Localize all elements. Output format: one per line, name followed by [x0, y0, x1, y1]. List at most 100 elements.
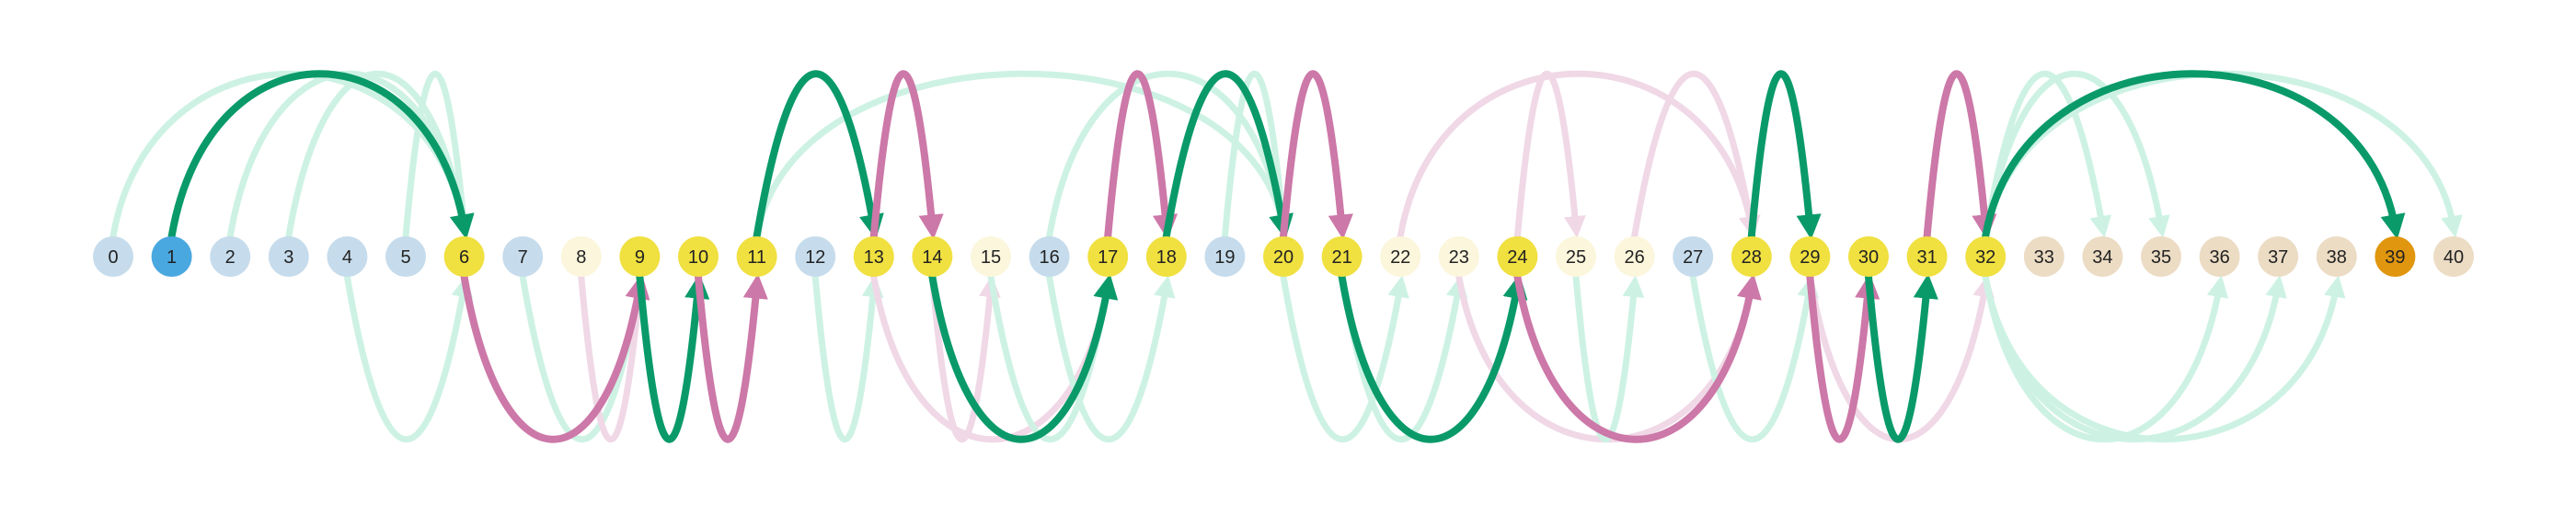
node-circle — [795, 236, 836, 277]
node-circle — [502, 236, 544, 277]
node-6: 6 — [443, 236, 485, 277]
node-circle — [93, 236, 133, 277]
edge-26-to-28 — [1631, 70, 1761, 240]
node-circle — [268, 236, 309, 277]
node-label: 25 — [1566, 247, 1586, 268]
edge-11-to-13 — [753, 70, 884, 240]
edge-3-to-6 — [285, 70, 474, 240]
node-34: 34 — [2082, 236, 2123, 277]
node-circle — [443, 236, 485, 277]
node-17: 17 — [1087, 236, 1129, 277]
node-label: 15 — [981, 247, 1001, 268]
node-circle — [2433, 236, 2474, 277]
node-label: 13 — [864, 247, 884, 268]
node-31: 31 — [1906, 236, 1948, 277]
node-label: 5 — [400, 247, 410, 268]
node-circle — [1789, 236, 1831, 277]
node-23: 23 — [1438, 236, 1479, 277]
node-35: 35 — [2141, 236, 2181, 277]
node-circle — [210, 236, 251, 277]
node-8: 8 — [560, 236, 602, 277]
node-40: 40 — [2433, 236, 2474, 277]
node-12: 12 — [795, 236, 836, 277]
edge-1-to-6 — [167, 70, 475, 240]
node-circle — [560, 236, 602, 277]
node-label: 31 — [1916, 247, 1937, 268]
node-circle — [385, 236, 426, 277]
node-label: 17 — [1098, 247, 1118, 268]
node-label: 16 — [1039, 247, 1059, 268]
edge-2-to-6 — [226, 70, 474, 240]
node-circle — [2082, 236, 2123, 277]
node-circle — [1556, 236, 1596, 277]
node-0: 0 — [93, 236, 133, 277]
node-label: 12 — [805, 247, 825, 268]
node-label: 23 — [1449, 247, 1469, 268]
node-circle — [1906, 236, 1948, 277]
node-label: 27 — [1683, 247, 1703, 268]
node-14: 14 — [912, 236, 953, 277]
node-24: 24 — [1497, 236, 1538, 277]
node-label: 8 — [576, 247, 586, 268]
node-label: 20 — [1273, 247, 1294, 268]
node-circle — [2316, 236, 2357, 277]
edge-25-to-26 — [1572, 273, 1645, 443]
edge-21-to-24 — [1338, 273, 1528, 443]
node-28: 28 — [1731, 236, 1772, 277]
node-18: 18 — [1145, 236, 1187, 277]
node-circle — [1029, 236, 1070, 277]
node-label: 9 — [635, 247, 645, 268]
node-circle — [1145, 236, 1187, 277]
edge-32-to-39 — [1982, 70, 2406, 240]
node-label: 6 — [459, 247, 469, 268]
edge-32-to-37 — [1982, 273, 2287, 443]
node-label: 32 — [1975, 247, 1995, 268]
edge-12-to-13 — [811, 273, 884, 443]
edge-32-to-40 — [1982, 70, 2463, 240]
node-37: 37 — [2258, 236, 2299, 277]
edge-19-to-20 — [1221, 70, 1294, 240]
node-label: 1 — [167, 247, 177, 268]
edge-24-to-25 — [1513, 70, 1586, 240]
edge-18-to-20 — [1162, 70, 1294, 240]
node-circle — [1438, 236, 1479, 277]
node-7: 7 — [502, 236, 544, 277]
node-circle — [2199, 236, 2240, 277]
node-label: 30 — [1858, 247, 1879, 268]
node-label: 24 — [1507, 247, 1527, 268]
node-1: 1 — [151, 236, 192, 277]
node-label: 34 — [2092, 247, 2112, 268]
node-label: 38 — [2327, 247, 2347, 268]
node-circle — [1380, 236, 1421, 277]
edge-28-to-29 — [1747, 70, 1822, 240]
edge-29-to-30 — [1806, 273, 1880, 443]
edge-31-to-32 — [1923, 70, 1997, 240]
node-21: 21 — [1321, 236, 1363, 277]
node-circle — [1614, 236, 1655, 277]
node-3: 3 — [268, 236, 309, 277]
node-label: 28 — [1742, 247, 1762, 268]
node-label: 7 — [518, 247, 528, 268]
edge-5-to-6 — [402, 70, 475, 240]
node-circle — [971, 236, 1011, 277]
node-circle — [327, 236, 368, 277]
node-label: 10 — [688, 247, 708, 268]
node-circle — [1263, 236, 1304, 277]
edge-20-to-21 — [1280, 70, 1353, 240]
node-label: 22 — [1390, 247, 1410, 268]
edge-4-to-6 — [343, 273, 474, 443]
node-32: 32 — [1965, 236, 2007, 277]
node-label: 33 — [2034, 247, 2054, 268]
node-label: 3 — [283, 247, 293, 268]
node-circle — [1848, 236, 1889, 277]
faint-edges-layer — [109, 70, 2463, 443]
node-circle — [912, 236, 953, 277]
node-27: 27 — [1673, 236, 1714, 277]
node-circle — [2023, 236, 2064, 277]
edge-16-to-20 — [1046, 70, 1293, 240]
node-label: 14 — [922, 247, 942, 268]
node-25: 25 — [1556, 236, 1596, 277]
